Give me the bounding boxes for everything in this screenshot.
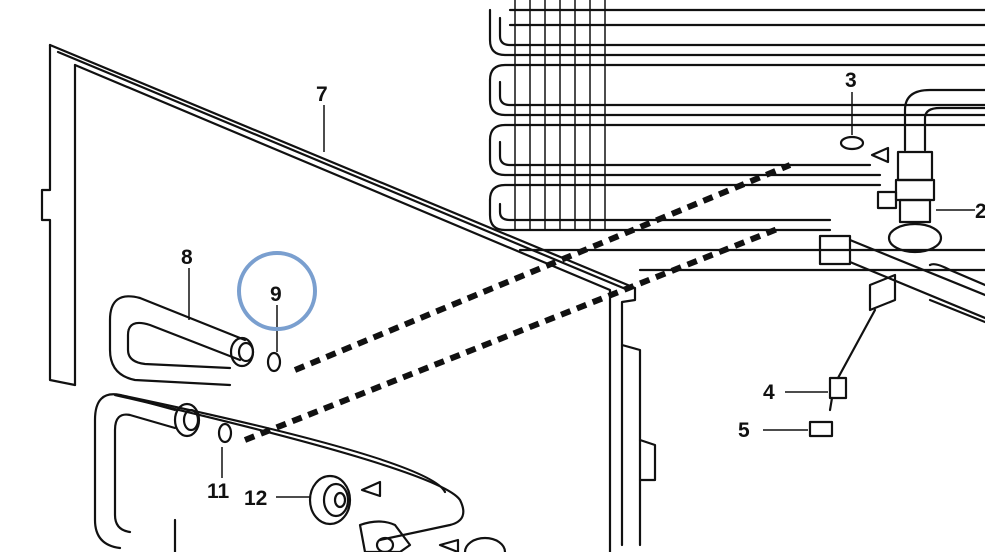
part-label-3: 3 (845, 69, 857, 92)
part-label-4: 4 (763, 381, 775, 404)
condenser-core (488, 0, 985, 272)
right-fittings (808, 88, 985, 438)
part-label-11: 11 (207, 480, 230, 503)
part-label-12: 12 (244, 487, 267, 510)
part-label-9: 9 (270, 283, 282, 306)
part-label-8: 8 (181, 246, 193, 269)
part-label-7: 7 (316, 83, 328, 106)
connection-lines (243, 162, 792, 443)
direction-markers (360, 480, 460, 552)
pipe-assembly-lower (93, 393, 507, 552)
highlight-circle (237, 251, 317, 331)
pipe-assembly-upper (108, 295, 282, 387)
part-label-2: 2 (975, 200, 985, 223)
shroud-panel (40, 43, 657, 552)
part-label-5: 5 (738, 419, 750, 442)
leader-lines (188, 92, 975, 498)
